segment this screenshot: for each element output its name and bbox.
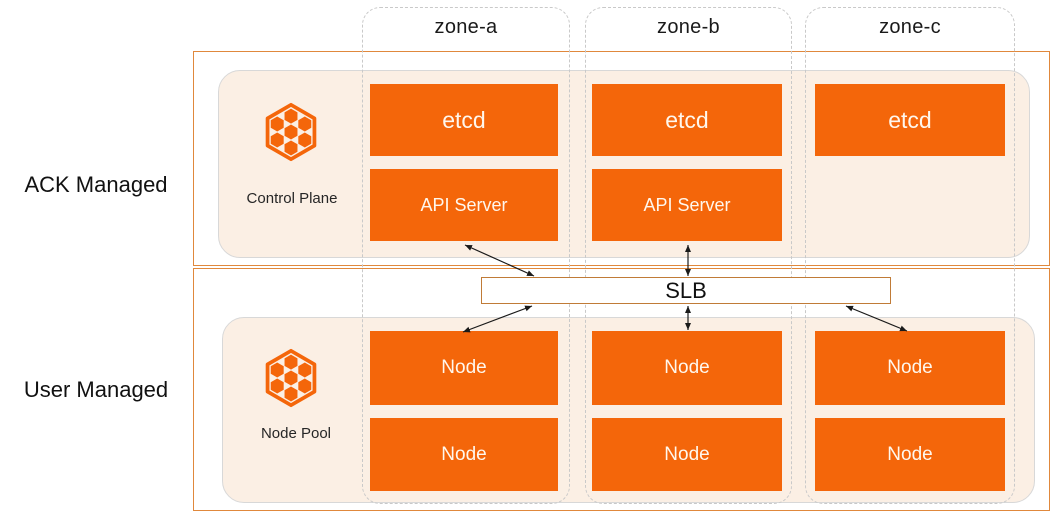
hexagon-outline: [265, 348, 317, 408]
zone-b-label: zone-b: [657, 16, 720, 38]
container-service-hexagon-icon: [265, 348, 317, 408]
zone-column-c: zone-c: [805, 7, 1015, 504]
zone-c-label: zone-c: [879, 16, 941, 38]
node-box-zone-a-row-1: Node: [370, 331, 558, 405]
api-server-box-zone-a: API Server: [370, 169, 558, 241]
container-service-hexagon-icon: [265, 102, 317, 162]
node-box-zone-c-row-2: Node: [815, 418, 1005, 491]
node-box-zone-a-row-2: Node: [370, 418, 558, 491]
user-managed-label: User Managed: [23, 377, 169, 402]
etcd-box-zone-c: etcd: [815, 84, 1005, 156]
control-plane-label: Control Plane: [246, 190, 338, 207]
node-box-zone-c-row-1: Node: [815, 331, 1005, 405]
zone-a-label: zone-a: [434, 16, 498, 38]
etcd-box-zone-a: etcd: [370, 84, 558, 156]
zone-column-a: zone-a: [362, 7, 570, 504]
node-box-zone-b-row-1: Node: [592, 331, 782, 405]
etcd-box-zone-b: etcd: [592, 84, 782, 156]
node-pool-label: Node Pool: [260, 425, 332, 442]
hexagon-outline: [265, 102, 317, 162]
cube-cluster: [270, 108, 312, 156]
cube-cluster: [270, 354, 312, 402]
api-server-box-zone-b: API Server: [592, 169, 782, 241]
ack-managed-label: ACK Managed: [24, 172, 168, 197]
node-box-zone-b-row-2: Node: [592, 418, 782, 491]
zone-column-b: zone-b: [585, 7, 792, 504]
slb-box: SLB: [481, 277, 891, 304]
